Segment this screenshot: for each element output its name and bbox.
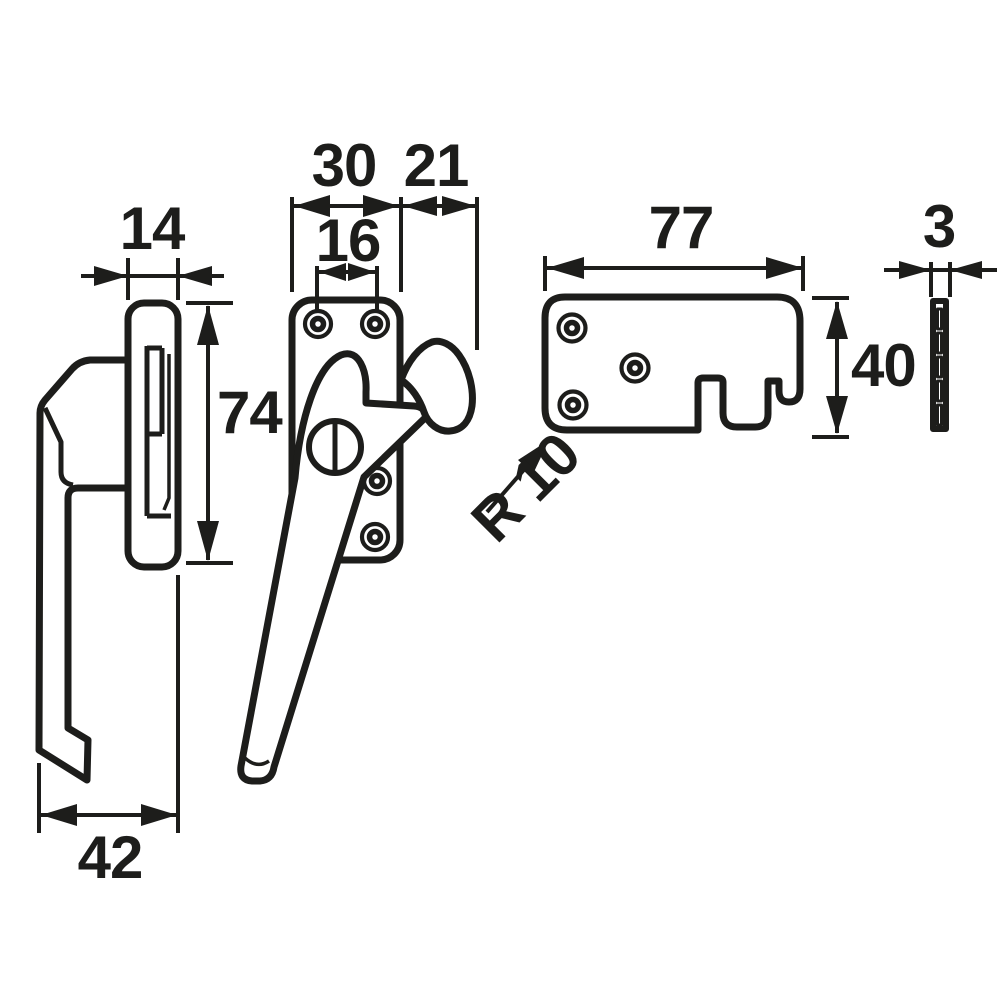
- dimension-42: 42: [37, 575, 180, 891]
- dim-label-hook-offset: 21: [404, 132, 469, 199]
- arrowhead: [141, 804, 177, 826]
- handle-side-plate-detail: [144, 345, 171, 519]
- view-handle-side: [35, 299, 182, 784]
- screw-hole: [359, 521, 391, 553]
- arrowhead: [766, 257, 803, 279]
- dim-label-plate-width: 30: [312, 132, 377, 199]
- arrowhead: [518, 440, 549, 474]
- dim-label-hole-spacing: 16: [316, 207, 381, 274]
- dimension-30: 30: [290, 132, 403, 292]
- pivot-screw: [306, 418, 364, 476]
- arrowhead: [826, 396, 848, 434]
- dim-label-keeper-radius: R 10: [458, 420, 592, 554]
- dimension-3: 3: [884, 193, 997, 297]
- arrowhead: [294, 195, 330, 217]
- dim-label-handle-depth: 42: [78, 824, 143, 891]
- dimension-77: 77: [543, 194, 805, 291]
- arrowhead: [94, 266, 128, 286]
- keeper-edge-slots: [936, 307, 943, 427]
- arrowhead: [442, 196, 476, 216]
- arrowhead: [41, 804, 77, 826]
- keeper-edge-outline: [930, 298, 949, 432]
- screw-hole: [302, 308, 334, 340]
- view-keeper-plate: [541, 293, 804, 434]
- arrowhead: [403, 196, 437, 216]
- handle-side-fold-line: [42, 406, 74, 488]
- arrowhead: [348, 263, 375, 281]
- handle-side-plate-blade: [162, 354, 171, 511]
- dim-label-handle-height: 74: [217, 379, 283, 446]
- dim-label-keeper-height: 40: [851, 332, 916, 399]
- view-handle-front: [237, 296, 476, 785]
- latch-hook-outline: [397, 337, 476, 435]
- dimension-16: 16: [315, 207, 381, 313]
- keeper-plate-outline: [541, 293, 804, 434]
- arrowhead: [826, 301, 848, 339]
- arrowhead: [197, 521, 219, 561]
- arrowhead: [363, 195, 399, 217]
- dimension-14: 14: [81, 195, 224, 300]
- dimension-21: 21: [401, 132, 479, 350]
- dim-label-keeper-length: 77: [649, 194, 714, 261]
- dim-label-handle-width: 14: [120, 195, 186, 262]
- arrowhead: [197, 305, 219, 345]
- dim-label-keeper-thickness: 3: [923, 193, 955, 260]
- radius-callout-r10: R 10: [458, 420, 592, 554]
- arrowhead: [899, 261, 931, 279]
- view-keeper-edge: [930, 298, 949, 432]
- arrowhead: [319, 263, 346, 281]
- arrowhead: [178, 266, 212, 286]
- screw-hole: [619, 352, 651, 384]
- dimension-74: 74: [186, 301, 284, 565]
- dimension-40: 40: [812, 296, 917, 439]
- arrowhead: [950, 261, 982, 279]
- screw-hole: [359, 308, 391, 340]
- arrowhead: [547, 257, 584, 279]
- lever-tip-detail: [243, 756, 270, 767]
- screw-hole: [556, 312, 588, 344]
- screw-hole: [557, 389, 589, 421]
